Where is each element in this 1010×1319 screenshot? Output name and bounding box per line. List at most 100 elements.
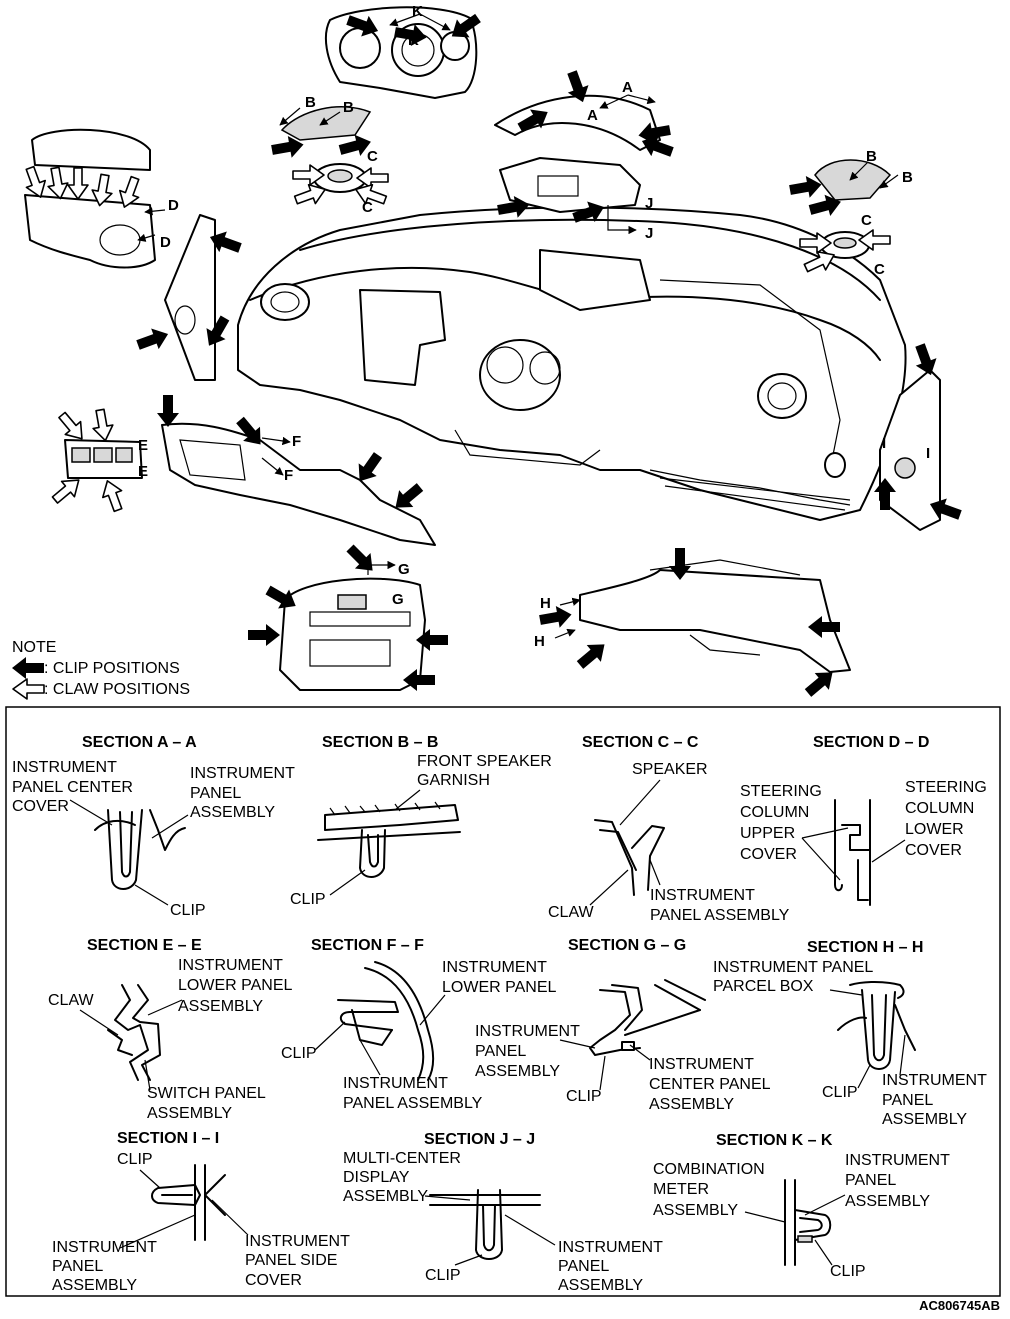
- section-c-label: INSTRUMENT: [650, 887, 755, 904]
- callout-b-left-1: B: [305, 94, 316, 111]
- multi-center-display-drawing: J J: [496, 157, 653, 242]
- section-j-label: PANEL: [558, 1258, 609, 1275]
- steering-column-covers-drawing: D D: [19, 128, 179, 269]
- callout-c-right-2: C: [874, 261, 885, 278]
- instrument-lower-panel-drawing: F F: [157, 395, 436, 546]
- callout-g-2: G: [392, 591, 404, 608]
- section-j-j: SECTION J – J MULTI-CENTER DISPLAY ASSEM…: [343, 1131, 663, 1294]
- callout-a-1: A: [622, 79, 633, 96]
- section-h-title: SECTION H – H: [807, 939, 923, 956]
- section-e-label: CLAW: [48, 992, 95, 1009]
- section-k-k: SECTION K – K COMBINATION METER ASSEMBLY…: [653, 1132, 950, 1280]
- clip-arrow-icon: [12, 657, 44, 679]
- section-f-label: CLIP: [281, 1045, 317, 1062]
- note-claw-positions: : CLAW POSITIONS: [44, 681, 190, 698]
- callout-b-right-1: B: [866, 148, 877, 165]
- section-a-label: ASSEMBLY: [190, 804, 275, 821]
- section-k-label: METER: [653, 1181, 709, 1198]
- instrument-panel-center-cover-drawing: A A: [494, 68, 676, 163]
- section-f-label: INSTRUMENT: [442, 959, 547, 976]
- section-h-label: INSTRUMENT PANEL: [713, 959, 873, 976]
- callout-i-1: I: [882, 435, 886, 452]
- section-j-label: DISPLAY: [343, 1169, 410, 1186]
- note-legend: NOTE : CLIP POSITIONS : CLAW POSITIONS: [12, 639, 190, 700]
- section-b-title: SECTION B – B: [322, 734, 438, 751]
- callout-j-1: J: [645, 195, 653, 212]
- section-h-label: PANEL: [882, 1092, 933, 1109]
- speaker-left-drawing: C C: [291, 148, 390, 216]
- section-c-c: SECTION C – C SPEAKER CLAW INSTRUMENT PA…: [548, 734, 790, 924]
- section-c-label: SPEAKER: [632, 761, 708, 778]
- note-clip-positions: : CLIP POSITIONS: [44, 660, 180, 677]
- section-j-label: CLIP: [425, 1267, 461, 1284]
- section-c-title: SECTION C – C: [582, 734, 699, 751]
- section-a-label: PANEL CENTER: [12, 779, 133, 796]
- section-a-label: CLIP: [170, 902, 206, 919]
- section-k-label: COMBINATION: [653, 1161, 765, 1178]
- section-f-title: SECTION F – F: [311, 937, 424, 954]
- front-speaker-garnish-right-drawing: B B: [788, 148, 913, 221]
- callout-k-top: K: [412, 3, 423, 20]
- section-i-label: COVER: [245, 1272, 302, 1289]
- section-g-label: CENTER PANEL: [649, 1076, 771, 1093]
- instrument-center-panel-drawing: G G: [248, 540, 448, 691]
- section-d-d: SECTION D – D STEERING COLUMN UPPER COVE…: [740, 734, 987, 906]
- section-d-label: COVER: [905, 842, 962, 859]
- figure-id: AC806745AB: [919, 1298, 1000, 1313]
- section-f-label: INSTRUMENT: [343, 1075, 448, 1092]
- section-i-label: PANEL SIDE: [245, 1252, 337, 1269]
- section-k-label: INSTRUMENT: [845, 1152, 950, 1169]
- section-f-label: LOWER PANEL: [442, 979, 557, 996]
- claw-arrow-icon: [12, 678, 45, 700]
- note-title: NOTE: [12, 639, 56, 656]
- exploded-view: K K B B C C: [19, 3, 964, 702]
- section-j-label: MULTI-CENTER: [343, 1150, 461, 1167]
- section-h-label: INSTRUMENT: [882, 1072, 987, 1089]
- front-speaker-garnish-left-drawing: B B: [270, 94, 374, 161]
- sections-frame: [5, 706, 1001, 1297]
- section-d-title: SECTION D – D: [813, 734, 929, 751]
- callout-b-left-2: B: [343, 99, 354, 116]
- section-b-label: FRONT SPEAKER: [417, 753, 552, 770]
- callout-c-right-1: C: [861, 212, 872, 229]
- section-g-label: CLIP: [566, 1088, 602, 1105]
- section-h-label: PARCEL BOX: [713, 978, 814, 995]
- section-c-label: CLAW: [548, 904, 595, 921]
- callout-c-left-1: C: [367, 148, 378, 165]
- section-k-label: ASSEMBLY: [653, 1202, 738, 1219]
- section-h-label: CLIP: [822, 1084, 858, 1101]
- callout-f-1: F: [292, 433, 301, 450]
- instrument-panel-assembly-drawing: [237, 206, 907, 521]
- section-i-i: SECTION I – I CLIP INSTRUMENT PANEL ASSE…: [52, 1130, 350, 1294]
- section-g-label: INSTRUMENT: [649, 1056, 754, 1073]
- section-a-title: SECTION A – A: [82, 734, 197, 751]
- section-b-label: CLIP: [290, 891, 326, 908]
- callout-c-left-2: C: [362, 199, 373, 216]
- instrument-panel-side-cover-right-drawing: I I: [874, 341, 964, 531]
- section-d-label: UPPER: [740, 825, 795, 842]
- section-g-label: PANEL: [475, 1043, 526, 1060]
- combination-meter-bezel-drawing: K K: [324, 3, 485, 99]
- section-g-title: SECTION G – G: [568, 937, 686, 954]
- section-h-h: SECTION H – H INSTRUMENT PANEL PARCEL BO…: [713, 939, 987, 1128]
- section-b-label: GARNISH: [417, 772, 490, 789]
- section-a-label: INSTRUMENT: [12, 759, 117, 776]
- section-i-label: CLIP: [117, 1151, 153, 1168]
- section-a-label: COVER: [12, 798, 69, 815]
- section-k-label: CLIP: [830, 1263, 866, 1280]
- parcel-box-drawing: H H: [534, 548, 851, 702]
- section-d-label: STEERING: [740, 783, 822, 800]
- section-e-label: ASSEMBLY: [178, 998, 263, 1015]
- section-i-label: PANEL: [52, 1258, 103, 1275]
- section-e-label: SWITCH PANEL: [147, 1085, 266, 1102]
- section-g-g: SECTION G – G INSTRUMENT PANEL ASSEMBLY …: [475, 937, 771, 1113]
- section-a-a: SECTION A – A INSTRUMENT PANEL CENTER CO…: [12, 734, 295, 919]
- section-d-label: STEERING: [905, 779, 987, 796]
- section-j-label: ASSEMBLY: [558, 1277, 643, 1294]
- callout-f-2: F: [284, 467, 293, 484]
- section-e-label: ASSEMBLY: [147, 1105, 232, 1122]
- callout-e-2: E: [138, 463, 148, 480]
- section-b-b: SECTION B – B FRONT SPEAKER GARNISH CLIP: [290, 734, 552, 908]
- callout-h-1: H: [540, 595, 551, 612]
